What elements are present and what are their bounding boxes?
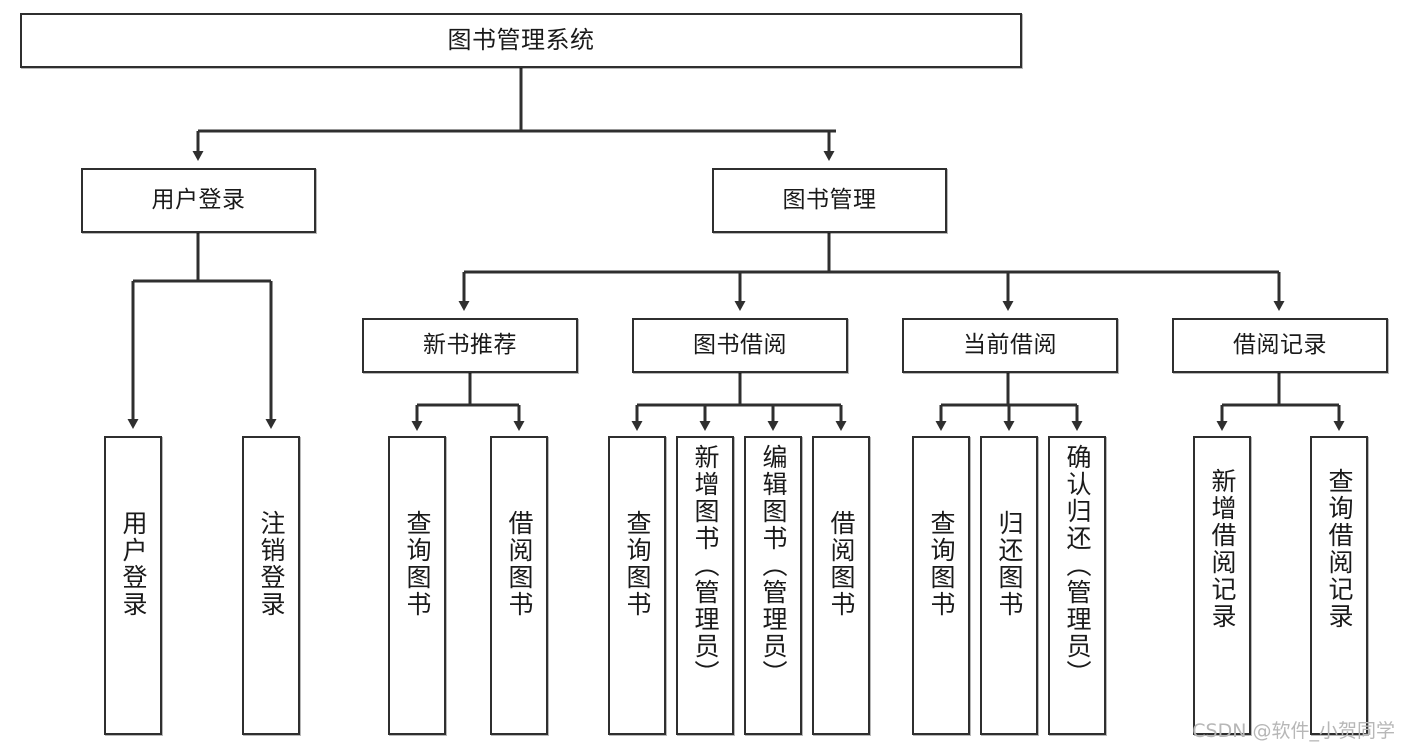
- node-root-system[interactable]: 图书管理系统: [20, 13, 1022, 68]
- node-leaf-confirm-return-admin[interactable]: 确认归还（管理员）: [1048, 436, 1106, 735]
- node-leaf-return-book[interactable]: 归还图书: [980, 436, 1038, 735]
- node-book-borrow[interactable]: 图书借阅: [632, 318, 848, 373]
- node-leaf-add-book-admin[interactable]: 新增图书（管理员）: [676, 436, 734, 735]
- node-label: 编辑图书（管理员）: [759, 444, 788, 687]
- node-leaf-logout[interactable]: 注销登录: [242, 436, 300, 735]
- node-label: 新书推荐: [423, 331, 517, 358]
- node-borrow-record[interactable]: 借阅记录: [1172, 318, 1388, 373]
- node-user-login[interactable]: 用户登录: [81, 168, 316, 233]
- node-label: 归还图书: [995, 510, 1024, 618]
- node-leaf-add-borrow-record[interactable]: 新增借阅记录: [1193, 436, 1251, 735]
- node-book-management[interactable]: 图书管理: [712, 168, 947, 233]
- node-label: 注销登录: [257, 510, 286, 618]
- node-label: 借阅图书: [505, 510, 534, 618]
- node-label: 图书管理: [782, 186, 877, 213]
- node-label: 查询借阅记录: [1325, 468, 1354, 630]
- node-label: 借阅记录: [1233, 331, 1327, 358]
- node-leaf-query-book-borrow[interactable]: 查询图书: [608, 436, 666, 735]
- node-label: 当前借阅: [963, 331, 1057, 358]
- node-leaf-borrow-book[interactable]: 借阅图书: [812, 436, 870, 735]
- node-leaf-query-book-current[interactable]: 查询图书: [912, 436, 970, 735]
- node-label: 新增图书（管理员）: [691, 444, 720, 687]
- node-label: 用户登录: [119, 510, 148, 618]
- node-current-borrow[interactable]: 当前借阅: [902, 318, 1118, 373]
- node-new-book-recommend[interactable]: 新书推荐: [362, 318, 578, 373]
- node-label: 新增借阅记录: [1208, 468, 1237, 630]
- node-label: 确认归还（管理员）: [1063, 444, 1092, 687]
- node-label: 图书借阅: [693, 331, 787, 358]
- node-leaf-user-login[interactable]: 用户登录: [104, 436, 162, 735]
- node-label: 借阅图书: [827, 510, 856, 618]
- node-leaf-query-borrow-record[interactable]: 查询借阅记录: [1310, 436, 1368, 735]
- node-leaf-query-book-newbook[interactable]: 查询图书: [388, 436, 446, 735]
- node-label: 用户登录: [151, 186, 246, 213]
- node-label: 图书管理系统: [447, 26, 595, 55]
- node-label: 查询图书: [927, 510, 956, 618]
- node-label: 查询图书: [403, 510, 432, 618]
- node-leaf-borrow-book-newbook[interactable]: 借阅图书: [490, 436, 548, 735]
- node-leaf-edit-book-admin[interactable]: 编辑图书（管理员）: [744, 436, 802, 735]
- node-label: 查询图书: [623, 510, 652, 618]
